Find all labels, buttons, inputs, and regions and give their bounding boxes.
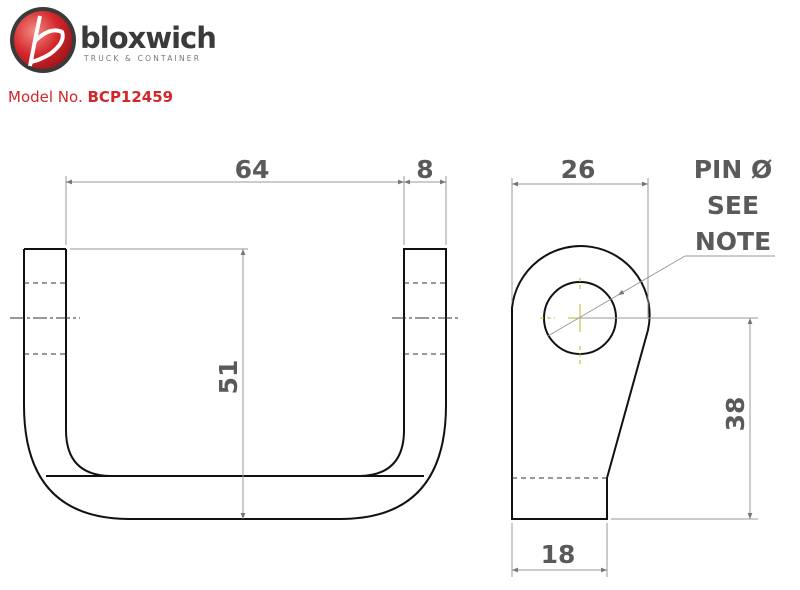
model-label: Model No. BCP12459 <box>8 88 173 106</box>
logo-b-mark <box>28 15 65 67</box>
front-view <box>10 248 460 520</box>
pin-note-leader: PIN Ø SEE NOTE <box>547 155 775 337</box>
note-line-2: SEE <box>707 191 759 220</box>
model-number: BCP12459 <box>88 88 174 106</box>
dimension-26: 26 <box>511 155 649 318</box>
dimension-18: 18 <box>511 523 608 577</box>
svg-text:26: 26 <box>561 155 596 184</box>
dimension-51: 51 <box>70 248 248 519</box>
brand-name: bloxwich <box>80 21 216 55</box>
dimension-8: 8 <box>404 155 447 245</box>
note-line-3: NOTE <box>695 227 771 256</box>
svg-text:8: 8 <box>416 155 433 184</box>
dimension-38: 38 <box>580 317 758 520</box>
dimension-64: 64 <box>65 155 405 245</box>
svg-text:51: 51 <box>214 360 243 395</box>
brand-tagline: TRUCK & CONTAINER <box>83 54 201 63</box>
side-view <box>511 245 651 520</box>
svg-text:64: 64 <box>235 155 270 184</box>
svg-text:38: 38 <box>721 397 750 432</box>
svg-text:18: 18 <box>541 540 576 569</box>
brand-logo <box>10 7 76 73</box>
note-line-1: PIN Ø <box>694 155 773 184</box>
